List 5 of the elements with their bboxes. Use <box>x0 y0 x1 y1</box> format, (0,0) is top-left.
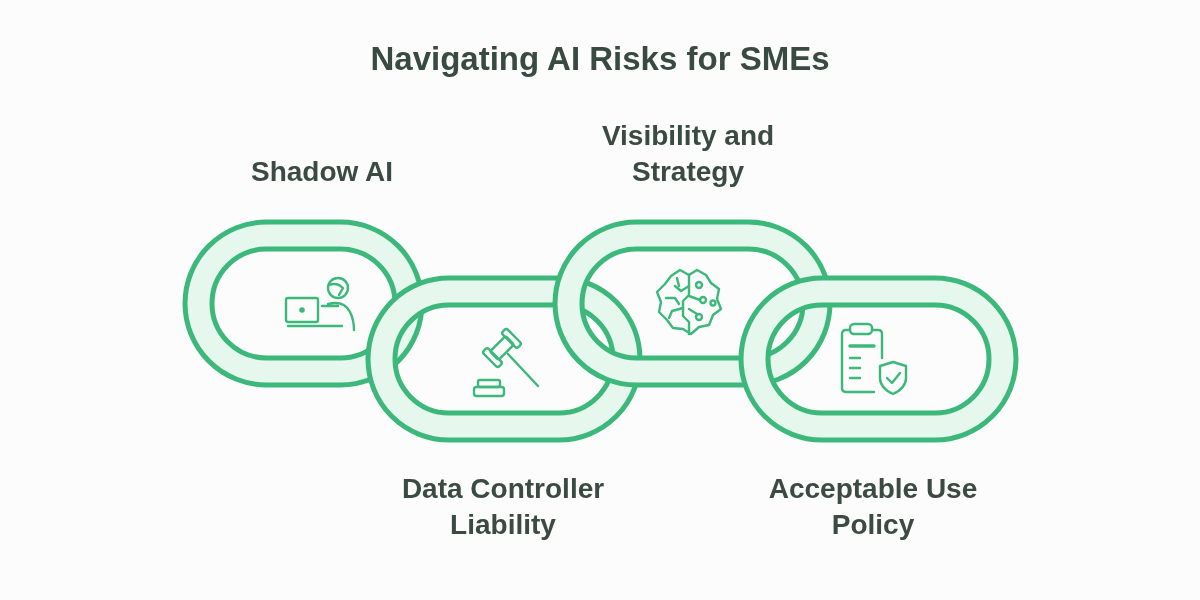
link-label: Shadow AI <box>249 155 395 189</box>
link-label: Visibility and Strategy <box>600 119 776 189</box>
link-label: Data Controller Liability <box>400 472 606 542</box>
title: Navigating AI Risks for SMEs <box>370 40 830 78</box>
link-label: Acceptable Use Policy <box>767 472 979 542</box>
